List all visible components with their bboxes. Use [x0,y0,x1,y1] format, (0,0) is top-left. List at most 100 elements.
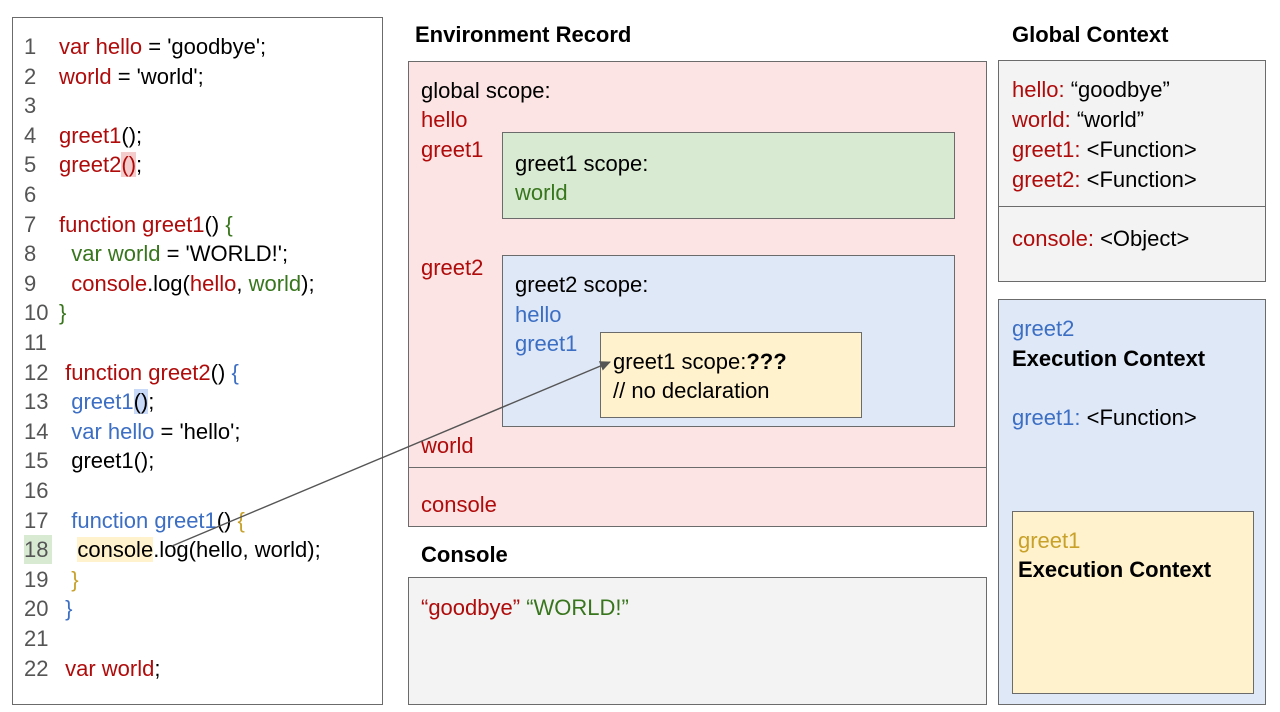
code-token [59,537,77,562]
code-token: console [59,270,148,296]
global-scope-greet1: greet1 [421,137,484,162]
line-number: 2 [24,63,37,89]
line-number: 10 [24,300,49,326]
row-value: <Function> [1086,405,1197,430]
global-context-divider [998,206,1266,207]
code-token: () [210,359,232,385]
code-token: ; [154,655,161,681]
greet1-scope-world: world [515,180,568,205]
code-token: var hello [59,34,143,59]
greet1-execution-context-label: Execution Context [1018,557,1212,582]
code-token: () [121,152,137,178]
code-token: .log( [147,270,190,296]
code-text: greet2(); [59,150,142,179]
code-token: { [225,211,233,237]
code-text: } [59,298,66,327]
code-text: world = 'world'; [59,62,204,91]
line-number: 20 [24,596,49,622]
line-number: 9 [24,270,37,296]
code-token: greet1(); [59,448,155,474]
code-panel [12,17,383,705]
console-output-world: “WORLD!” [526,595,629,620]
line-number: 17 [24,507,49,533]
code-text: var hello = 'goodbye'; [59,32,266,61]
code-token: greet1 [59,389,134,415]
code-token: greet2 [59,152,122,178]
code-token: var world [59,241,161,267]
code-token: console [77,537,154,563]
global-context-row-console: console: <Object> [1012,224,1189,253]
greet2-execution-context-name: greet2 [1012,316,1075,341]
code-text: var world = 'WORLD!'; [59,239,288,268]
greet2-execution-context-row: greet1: <Function> [1012,403,1197,432]
line-number: 3 [24,93,37,119]
environment-record-divider [408,467,987,468]
code-text: } [59,565,79,594]
global-context-row-greet1: greet1: <Function> [1012,135,1197,164]
code-token: { [237,507,245,533]
greet1-execution-context-box [1012,511,1254,694]
code-token: () [204,211,226,237]
code-text: greet1(); [59,121,142,150]
code-text: var world; [59,654,160,683]
code-token: world [59,63,112,89]
line-number: 13 [24,389,49,415]
console-output: “goodbye” “WORLD!” [421,593,629,622]
code-token: } [59,596,73,622]
row-key: greet1: [1012,137,1081,162]
code-token: () [216,507,238,533]
code-token: ; [136,152,143,178]
code-text: greet1(); [59,446,154,475]
inner-greet1-scope-box [600,332,862,418]
inner-greet1-scope-note: // no declaration [613,378,770,403]
line-number: 22 [24,655,49,681]
global-context-title: Global Context [1012,22,1169,47]
row-value: “goodbye” [1070,77,1170,102]
line-number: 16 [24,478,49,503]
line-number: 1 [24,34,37,59]
code-text: function greet1() { [59,210,233,239]
global-scope-world: world [421,433,474,458]
global-context-row-greet2: greet2: <Function> [1012,165,1197,194]
console-title: Console [421,542,508,567]
code-token: hello [189,270,237,296]
code-token: } [59,566,79,592]
code-token: world [248,270,302,296]
code-token: () [133,389,149,415]
greet2-scope-title: greet2 scope: [515,272,649,297]
line-number: 4 [24,122,37,148]
global-scope-greet2: greet2 [421,255,484,280]
code-token: .log(hello, world); [153,537,321,563]
code-token: function greet1 [59,211,205,237]
greet1-scope-box [502,132,955,219]
row-value: <Function> [1086,137,1197,162]
code-token: var world [59,655,155,681]
line-number: 15 [24,448,49,474]
code-token: = 'goodbye'; [142,34,267,59]
line-number: 19 [24,566,49,592]
code-token: function greet1 [59,507,217,533]
code-text: } [59,594,72,623]
greet2-scope-hello: hello [515,302,562,327]
code-token: var hello [59,418,155,444]
row-value: “world” [1076,107,1145,132]
greet2-execution-context-label: Execution Context [1012,346,1206,371]
global-context-box [998,60,1266,282]
console-box [408,577,987,705]
code-token: ; [148,389,155,415]
line-number: 14 [24,418,49,444]
global-context-row-world: world: “world” [1012,105,1144,134]
code-token: function greet2 [59,359,211,385]
line-number: 5 [24,152,37,178]
code-text: var hello = 'hello'; [59,417,240,446]
row-key: console: [1012,226,1094,251]
code-token: { [231,359,239,385]
greet1-execution-context-name: greet1 [1018,528,1081,553]
code-token: , [236,270,249,296]
code-text: function greet2() { [59,358,239,387]
console-output-goodbye: “goodbye” [421,595,521,620]
global-scope-label: global scope: [421,78,551,103]
global-scope-console: console [421,492,497,517]
code-text: console.log(hello, world); [59,535,321,564]
row-key: greet1: [1012,405,1081,430]
